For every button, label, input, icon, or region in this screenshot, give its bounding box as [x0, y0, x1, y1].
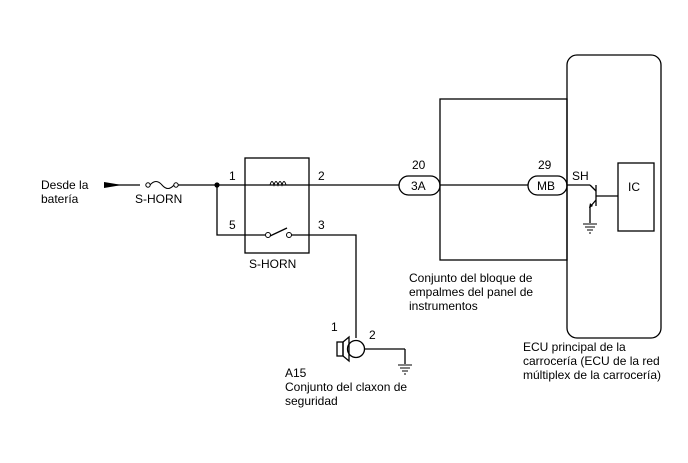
fuse-label: S-HORN — [135, 192, 182, 206]
relay-pin1: 1 — [229, 169, 236, 183]
splice-to-relay-pin5-wire — [216, 185, 245, 236]
relay-box — [244, 157, 310, 254]
ecu-label-line3: múltiplex de la carrocería) — [523, 368, 661, 382]
ecu-connector-pin: 29 — [538, 158, 552, 172]
source-label-line1: Desde la — [41, 178, 89, 192]
ic-box — [617, 162, 655, 232]
ecu-terminal-label: SH — [572, 169, 589, 183]
relay-coil-icon — [269, 181, 287, 187]
junction-connector-pin: 20 — [412, 158, 426, 172]
horn-icon — [336, 335, 366, 363]
relay-label: S-HORN — [249, 257, 296, 271]
source-arrow-icon — [104, 182, 122, 188]
horn-pin2: 2 — [369, 328, 376, 342]
horn-label-line1: Conjunto del claxon de — [285, 380, 407, 394]
horn-id: A15 — [285, 366, 307, 380]
junction-label-line3: instrumentos — [409, 299, 478, 313]
horn-label-line2: seguridad — [285, 394, 338, 408]
transistor-icon — [589, 184, 618, 208]
ic-label: IC — [628, 180, 640, 194]
ecu-label-line2: carrocería (ECU de la red — [523, 354, 660, 368]
ecu-ground-icon — [583, 223, 597, 234]
relay-switch-contact-right — [286, 232, 292, 238]
relay-pin5: 5 — [229, 218, 236, 232]
relay-switch-contact-left — [265, 232, 271, 238]
relay-pin2: 2 — [318, 169, 325, 183]
junction-label-line2: empalmes del panel de — [409, 285, 533, 299]
junction-label-line1: Conjunto del bloque de — [409, 271, 533, 285]
horn-pin1: 1 — [331, 320, 338, 334]
ecu-connector-id: MB — [537, 179, 555, 193]
relay-pin3: 3 — [318, 218, 325, 232]
relay-switch-blade — [269, 227, 288, 237]
body-ecu-box — [566, 54, 662, 339]
relay-to-horn-wire — [309, 234, 357, 338]
junction-connector-id: 3A — [411, 179, 426, 193]
source-label-line2: batería — [41, 192, 79, 206]
horn-ground-icon — [398, 364, 412, 375]
fuse-symbol — [145, 181, 179, 189]
ecu-label-line1: ECU principal de la — [523, 340, 626, 354]
